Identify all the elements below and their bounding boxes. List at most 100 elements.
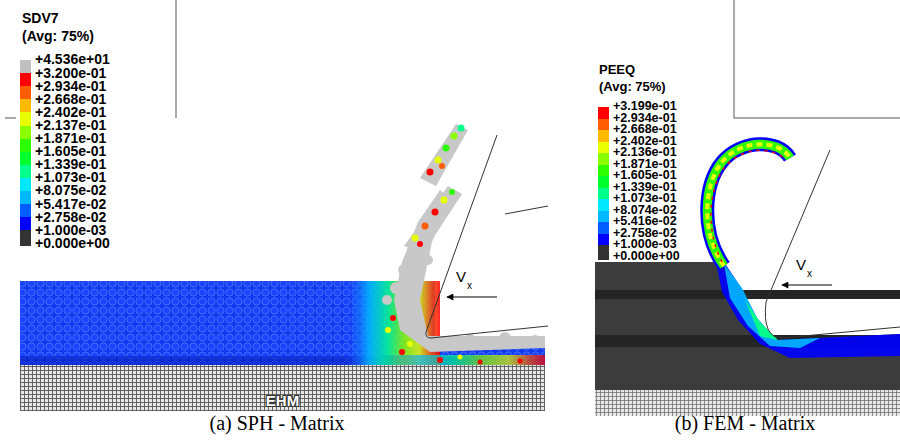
legend-value: +2.758e-02	[613, 228, 677, 240]
legend-value: +1.605e-01	[35, 145, 106, 158]
illustration-g	[427, 125, 465, 176]
legend-value: +8.074e-02	[613, 205, 677, 217]
legend-swatch	[20, 165, 31, 179]
legend-value: +2.402e-01	[35, 106, 106, 119]
legend-value: +1.073e-01	[613, 193, 677, 205]
legend-value: +1.339e-01	[35, 158, 106, 171]
legend-swatch	[598, 165, 609, 177]
illustration-circle	[427, 169, 434, 176]
illustration-path	[707, 144, 790, 266]
illustration-circle	[407, 341, 413, 347]
velocity-symbol: V	[796, 256, 806, 273]
illustration-path	[711, 150, 786, 262]
illustration-circle	[417, 241, 423, 247]
legend-swatch	[20, 243, 31, 246]
illustration-polygon	[404, 186, 462, 252]
illustration-path	[707, 144, 790, 266]
legend-swatch	[598, 153, 609, 165]
region-label: EHM	[262, 392, 303, 411]
illustration-circle	[458, 125, 465, 132]
legend-value: +8.075e-02	[35, 184, 106, 197]
illustration-circle	[385, 327, 391, 333]
sph-workpiece	[20, 124, 545, 365]
velocity-arrow	[782, 285, 832, 286]
illustration-circle	[423, 255, 433, 265]
legend-value: +2.137e-01	[35, 119, 106, 132]
mesh-region: EHM	[20, 365, 545, 411]
cutting-tool-outline	[765, 150, 900, 338]
legend-swatch	[598, 245, 609, 257]
illustration-polygon	[745, 300, 778, 340]
legend-title: SDV7	[22, 10, 59, 26]
legend-swatch	[598, 176, 609, 188]
legend-value: +2.136e-01	[613, 147, 677, 159]
illustration-path	[426, 135, 548, 338]
illustration-circle	[439, 163, 445, 169]
illustration-rect	[380, 355, 545, 365]
illustration-path	[765, 150, 900, 338]
illustration-path	[734, 0, 900, 118]
legend-swatch	[598, 199, 609, 211]
legend-swatch	[598, 234, 609, 246]
legend-value: +1.871e-01	[35, 132, 106, 145]
legend-value: +2.758e-02	[35, 211, 106, 224]
illustration-circle	[443, 145, 450, 152]
legend-value: +0.000e+00	[613, 251, 680, 263]
fem-workpiece	[595, 144, 900, 416]
velocity-subscript: x	[807, 268, 812, 280]
velocity-symbol: V	[456, 268, 466, 285]
illustration-circle	[458, 355, 463, 360]
illustration-g	[382, 245, 541, 347]
legend-value: +2.934e-01	[35, 80, 106, 93]
legend-swatch	[20, 230, 31, 244]
legend-subtitle: (Avg: 75%)	[22, 28, 94, 44]
illustration-circle	[390, 315, 396, 321]
legend-swatch	[20, 139, 31, 153]
legend-subtitle: (Avg: 75%)	[599, 80, 666, 95]
legend-value: +0.000e+00	[35, 237, 110, 250]
legend-value: +1.871e-01	[613, 159, 677, 171]
legend-value: +1.000e-03	[35, 224, 106, 237]
legend-value: +2.402e-01	[613, 136, 677, 148]
legend-swatch	[20, 73, 31, 87]
illustration-circle	[382, 295, 392, 305]
subfigure-caption: (a) SPH - Matrix	[210, 412, 345, 435]
tool-holder-outline	[734, 0, 900, 118]
illustration-rect	[595, 290, 900, 299]
legend-value: +4.536e+01	[35, 53, 110, 66]
illustration-circle	[412, 235, 419, 242]
legend-swatch	[598, 211, 609, 223]
cutting-tool-outline	[426, 135, 548, 338]
illustration-g	[412, 189, 456, 247]
legend-swatch	[598, 222, 609, 234]
legend-value: +1.000e-03	[613, 239, 677, 251]
legend-value: +3.200e-01	[35, 67, 106, 80]
illustration-circle	[518, 359, 523, 364]
illustration-circle	[449, 189, 455, 195]
legend-swatch	[20, 60, 31, 74]
legend-swatch	[598, 130, 609, 142]
legend-swatch	[598, 257, 609, 260]
legend-value: +3.199e-01	[613, 101, 677, 113]
legend-swatch	[598, 142, 609, 154]
legend-swatch	[20, 204, 31, 218]
illustration-circle	[390, 282, 402, 294]
legend-swatch	[598, 107, 609, 119]
illustration-circle	[464, 334, 476, 346]
legend-swatch	[598, 188, 609, 200]
legend-swatch	[598, 119, 609, 131]
illustration-path	[5, 118, 16, 119]
legend-value: +1.605e-01	[613, 170, 677, 182]
legend-swatch	[20, 99, 31, 113]
tool-holder-outline	[5, 0, 176, 118]
illustration-circle	[478, 360, 483, 365]
illustration-polygon	[420, 124, 468, 186]
velocity-arrow	[447, 297, 497, 298]
illustration-rect	[345, 281, 440, 365]
legend-value: +2.934e-01	[613, 113, 677, 125]
illustration-g	[385, 327, 463, 360]
legend-swatch	[20, 178, 31, 192]
illustration-g	[390, 315, 523, 365]
legend-value: +5.416e-02	[613, 216, 677, 228]
